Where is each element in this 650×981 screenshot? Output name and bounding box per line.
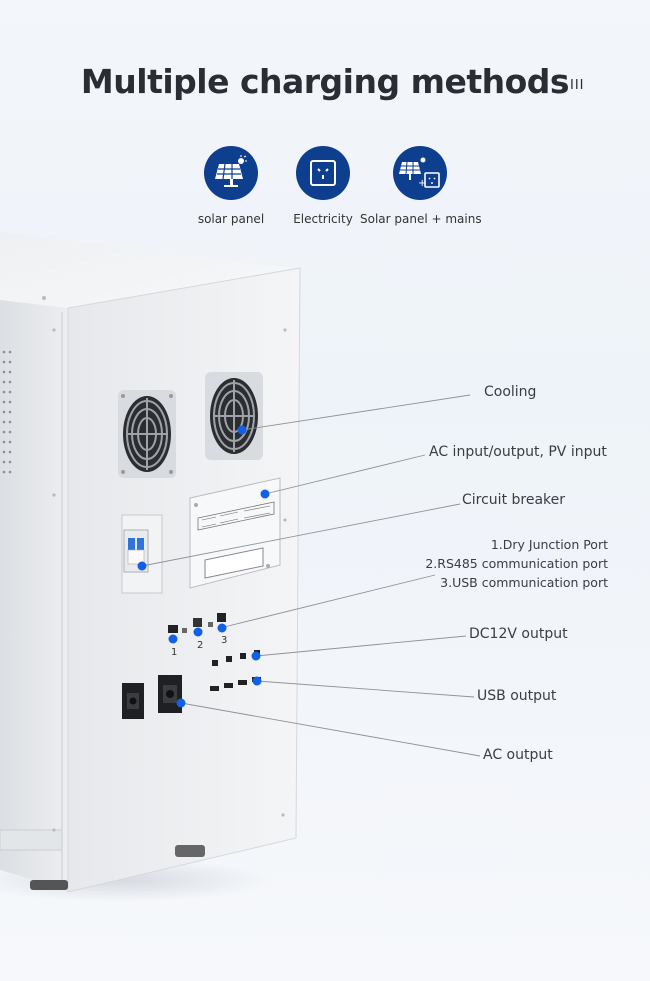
callout-breaker: Circuit breaker [462, 492, 566, 508]
dot-usb [252, 676, 262, 686]
callout-usb: USB output [477, 688, 557, 704]
cabinet-top [0, 232, 300, 308]
dot-cooling [237, 425, 247, 435]
cooling-fan-left [118, 390, 176, 478]
dot-port-2 [193, 627, 203, 637]
dot-ac-io [260, 489, 270, 499]
communication-ports [168, 613, 226, 633]
cabinet-back [67, 267, 301, 893]
callout-port-1: 1.Dry Junction Port [490, 537, 608, 552]
method-solar-panel: solar panel [191, 146, 271, 226]
callout-dots [137, 425, 270, 708]
solar-panel-icon [204, 146, 258, 200]
method-label: solar panel [197, 212, 265, 226]
callout-ac-output: AC output [483, 747, 553, 763]
cooling-fan-right [205, 372, 263, 460]
callout-port-3: 3.USB communication port [440, 575, 608, 590]
power-socket-icon [296, 146, 350, 200]
dot-port-1 [168, 634, 178, 644]
svg-text:+: + [418, 178, 426, 189]
callout-port-2: 2.RS485 communication port [425, 556, 608, 571]
ac-sockets [122, 675, 182, 719]
port-number-1: 1 [171, 647, 177, 658]
page-title: Multiple charging methods [80, 62, 570, 101]
method-solar-mains: + Solar panel + mains [360, 146, 482, 226]
solar-plus-socket-icon: + [393, 146, 447, 200]
method-label: Electricity [293, 212, 353, 226]
dot-ac-output [176, 698, 186, 708]
callout-ports: 1.Dry Junction Port 2.RS485 communicatio… [425, 535, 608, 592]
callout-dc12v: DC12V output [469, 626, 568, 642]
dot-dc12v [251, 651, 261, 661]
dot-breaker [137, 561, 147, 571]
port-number-3: 3 [221, 635, 227, 646]
callout-cooling: Cooling [484, 384, 537, 400]
dot-port-3 [217, 623, 227, 633]
port-number-2: 2 [197, 640, 203, 651]
ac-pv-terminal-panel [189, 477, 281, 589]
callout-lines [141, 394, 481, 757]
callout-ac-io: AC input/output, PV input [429, 444, 607, 460]
method-electricity: Electricity [283, 146, 363, 226]
circuit-breaker [121, 514, 163, 594]
method-label: Solar panel + mains [360, 212, 482, 226]
title-mark: III [570, 78, 585, 93]
vent-holes [2, 350, 12, 474]
cabinet-front [0, 300, 68, 890]
